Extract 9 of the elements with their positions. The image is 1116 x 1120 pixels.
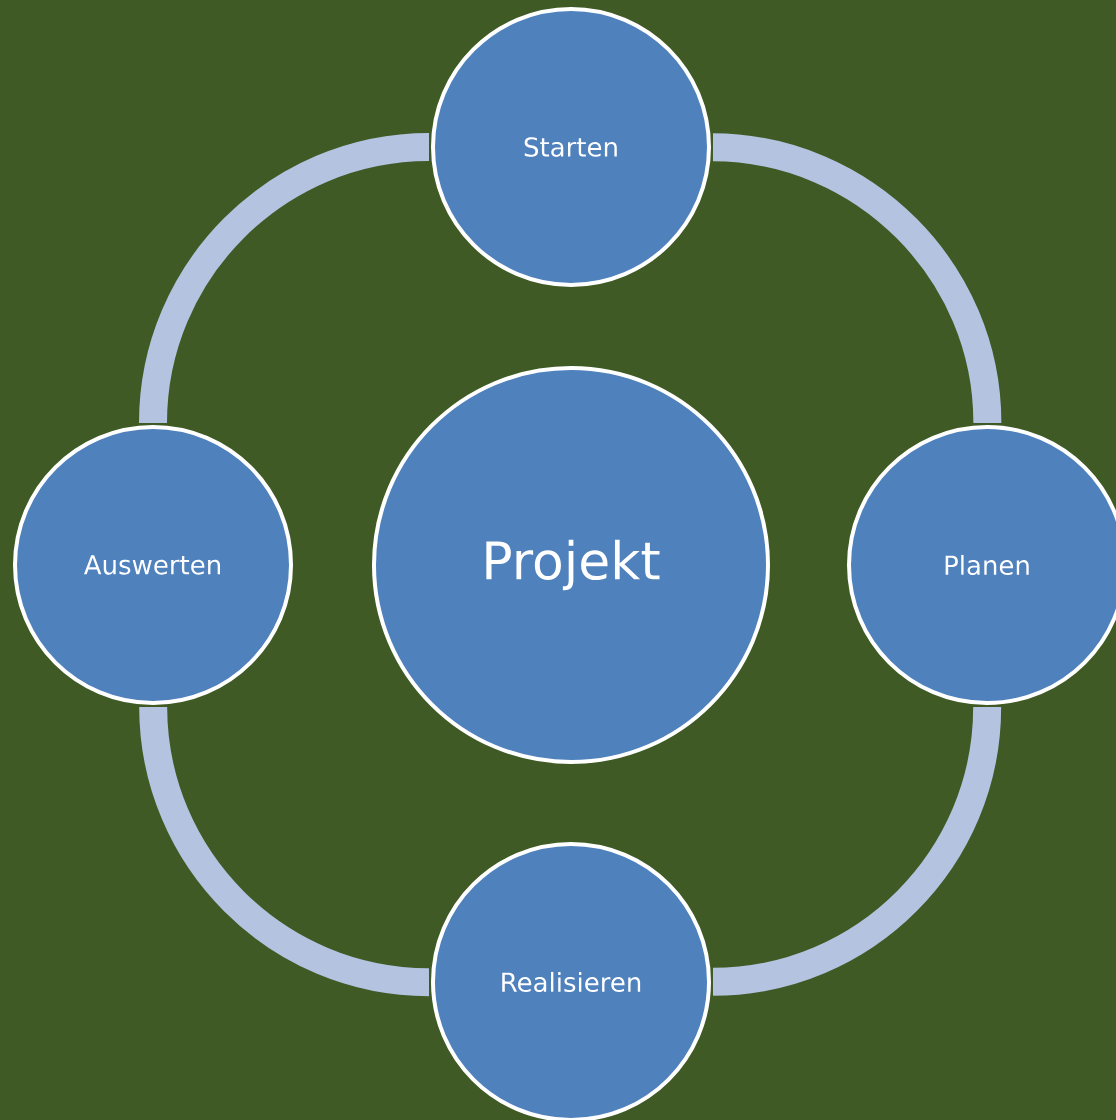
- ring-arc: [139, 706, 430, 997]
- circle-node: Realisieren: [431, 842, 711, 1120]
- circle-node: Planen: [847, 425, 1116, 705]
- circle-node: Projekt: [372, 366, 770, 764]
- circle-node: Starten: [431, 7, 711, 287]
- ring-arc: [712, 133, 1002, 424]
- circle-node: Auswerten: [13, 425, 293, 705]
- ring-arc: [139, 133, 430, 424]
- ring-arc: [712, 706, 1002, 996]
